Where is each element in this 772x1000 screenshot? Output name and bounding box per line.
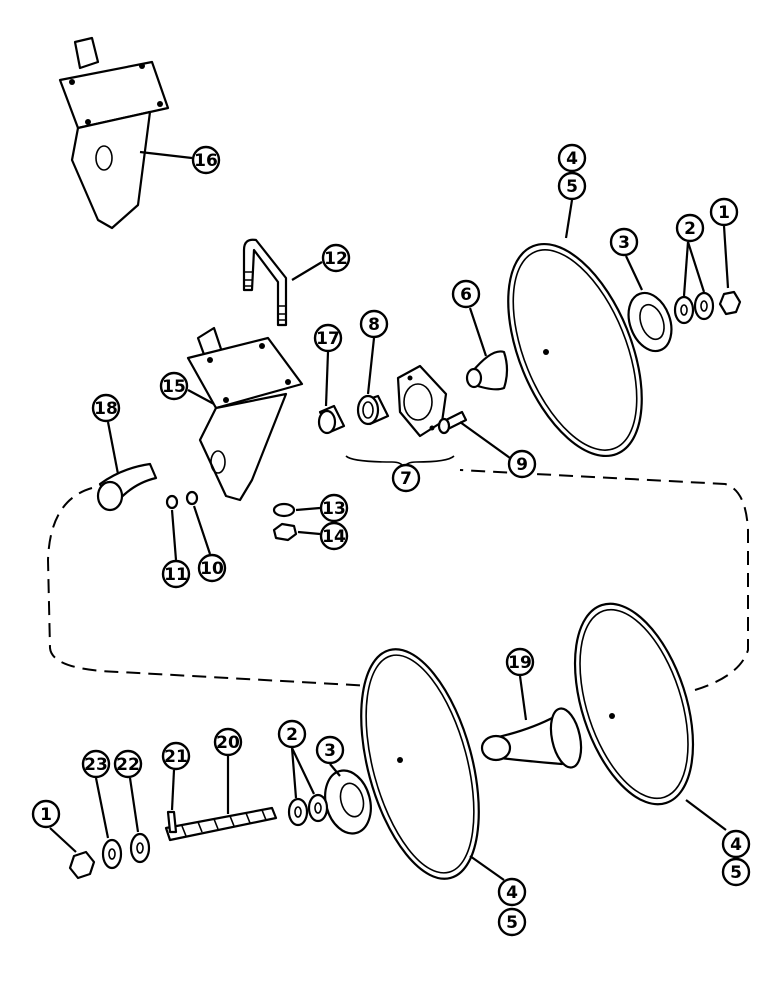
callout-23: 23 — [81, 749, 111, 779]
bolt-9 — [437, 410, 468, 435]
callout-5-upper: 5 — [557, 171, 587, 201]
callout-2-lower: 2 — [277, 719, 307, 749]
callout-13: 13 — [319, 493, 349, 523]
leader-lines — [49, 150, 730, 881]
callout-1-upper: 1 — [709, 197, 739, 227]
spool-19 — [480, 707, 583, 769]
svg-text:15: 15 — [162, 377, 186, 397]
washers-2-lower — [287, 793, 329, 827]
bearing-8 — [356, 394, 390, 426]
svg-text:21: 21 — [164, 747, 188, 767]
disc-4-lower-middle — [360, 648, 480, 880]
svg-text:22: 22 — [116, 755, 140, 775]
callout-18: 18 — [91, 393, 121, 423]
callout-2-upper: 2 — [675, 213, 705, 243]
retainer-3-upper — [627, 291, 673, 353]
svg-text:7: 7 — [400, 469, 412, 489]
washer-10 — [185, 490, 199, 506]
spacer-18 — [96, 462, 158, 512]
svg-text:1: 1 — [40, 805, 52, 825]
u-bolt-12 — [242, 238, 288, 327]
svg-text:4: 4 — [506, 883, 518, 903]
rod-20 — [164, 806, 278, 842]
callout-17: 17 — [313, 323, 343, 353]
callout-10: 10 — [197, 553, 227, 583]
nut-14 — [272, 522, 298, 542]
svg-text:9: 9 — [516, 455, 528, 475]
svg-text:23: 23 — [84, 755, 108, 775]
nut-11 — [165, 494, 179, 510]
callout-6: 6 — [451, 279, 481, 309]
callout-8: 8 — [359, 309, 389, 339]
svg-text:17: 17 — [316, 329, 340, 349]
svg-text:12: 12 — [324, 249, 348, 269]
bushing-17 — [317, 404, 346, 435]
svg-text:2: 2 — [684, 219, 696, 239]
callout-19: 19 — [505, 647, 535, 677]
svg-text:4: 4 — [566, 149, 578, 169]
nut-1-lower — [68, 850, 96, 880]
svg-text:18: 18 — [94, 399, 118, 419]
svg-text:20: 20 — [216, 733, 240, 753]
callout-21: 21 — [161, 741, 191, 771]
callout-3-lower: 3 — [315, 735, 345, 765]
callout-9: 9 — [507, 449, 537, 479]
svg-text:3: 3 — [324, 741, 336, 761]
callout-7: 7 — [391, 463, 421, 493]
svg-text:19: 19 — [508, 653, 532, 673]
washers-2-upper — [673, 291, 715, 325]
svg-text:5: 5 — [566, 177, 578, 197]
svg-text:10: 10 — [200, 559, 224, 579]
callout-4-lower-right: 4 — [721, 829, 751, 859]
svg-text:3: 3 — [618, 233, 630, 253]
bracket-15 — [186, 326, 304, 502]
callout-3-upper: 3 — [609, 227, 639, 257]
svg-text:14: 14 — [322, 527, 346, 547]
svg-text:16: 16 — [194, 151, 218, 171]
svg-text:4: 4 — [730, 835, 742, 855]
callout-12: 12 — [321, 243, 351, 273]
callout-14: 14 — [319, 521, 349, 551]
pin-21 — [166, 810, 178, 834]
disc-4-upper — [507, 242, 643, 458]
callout-16: 16 — [191, 145, 221, 175]
nut-1-upper — [718, 290, 742, 316]
callout-20: 20 — [213, 727, 243, 757]
svg-text:5: 5 — [730, 863, 742, 883]
callout-5-lower-middle: 5 — [497, 907, 527, 937]
callout-4-lower-middle: 4 — [497, 877, 527, 907]
svg-text:8: 8 — [368, 315, 380, 335]
svg-text:5: 5 — [506, 913, 518, 933]
dashed-assembly-outline — [46, 469, 749, 691]
flange-7 — [345, 364, 455, 471]
callout-4-upper: 4 — [557, 143, 587, 173]
callout-22: 22 — [113, 749, 143, 779]
svg-text:2: 2 — [286, 725, 298, 745]
washer-23 — [101, 838, 123, 870]
svg-text:13: 13 — [322, 499, 346, 519]
svg-text:1: 1 — [718, 203, 730, 223]
callout-15: 15 — [159, 371, 189, 401]
svg-text:11: 11 — [164, 565, 188, 585]
callout-11: 11 — [161, 559, 191, 589]
washer-22 — [129, 832, 151, 864]
lockwasher-13 — [272, 502, 296, 518]
disc-4-lower-right — [573, 602, 695, 806]
bracket-16 — [58, 36, 170, 230]
hub-6 — [465, 350, 509, 391]
svg-text:6: 6 — [460, 285, 472, 305]
callout-1-lower: 1 — [31, 799, 61, 829]
callout-5-lower-right: 5 — [721, 857, 751, 887]
